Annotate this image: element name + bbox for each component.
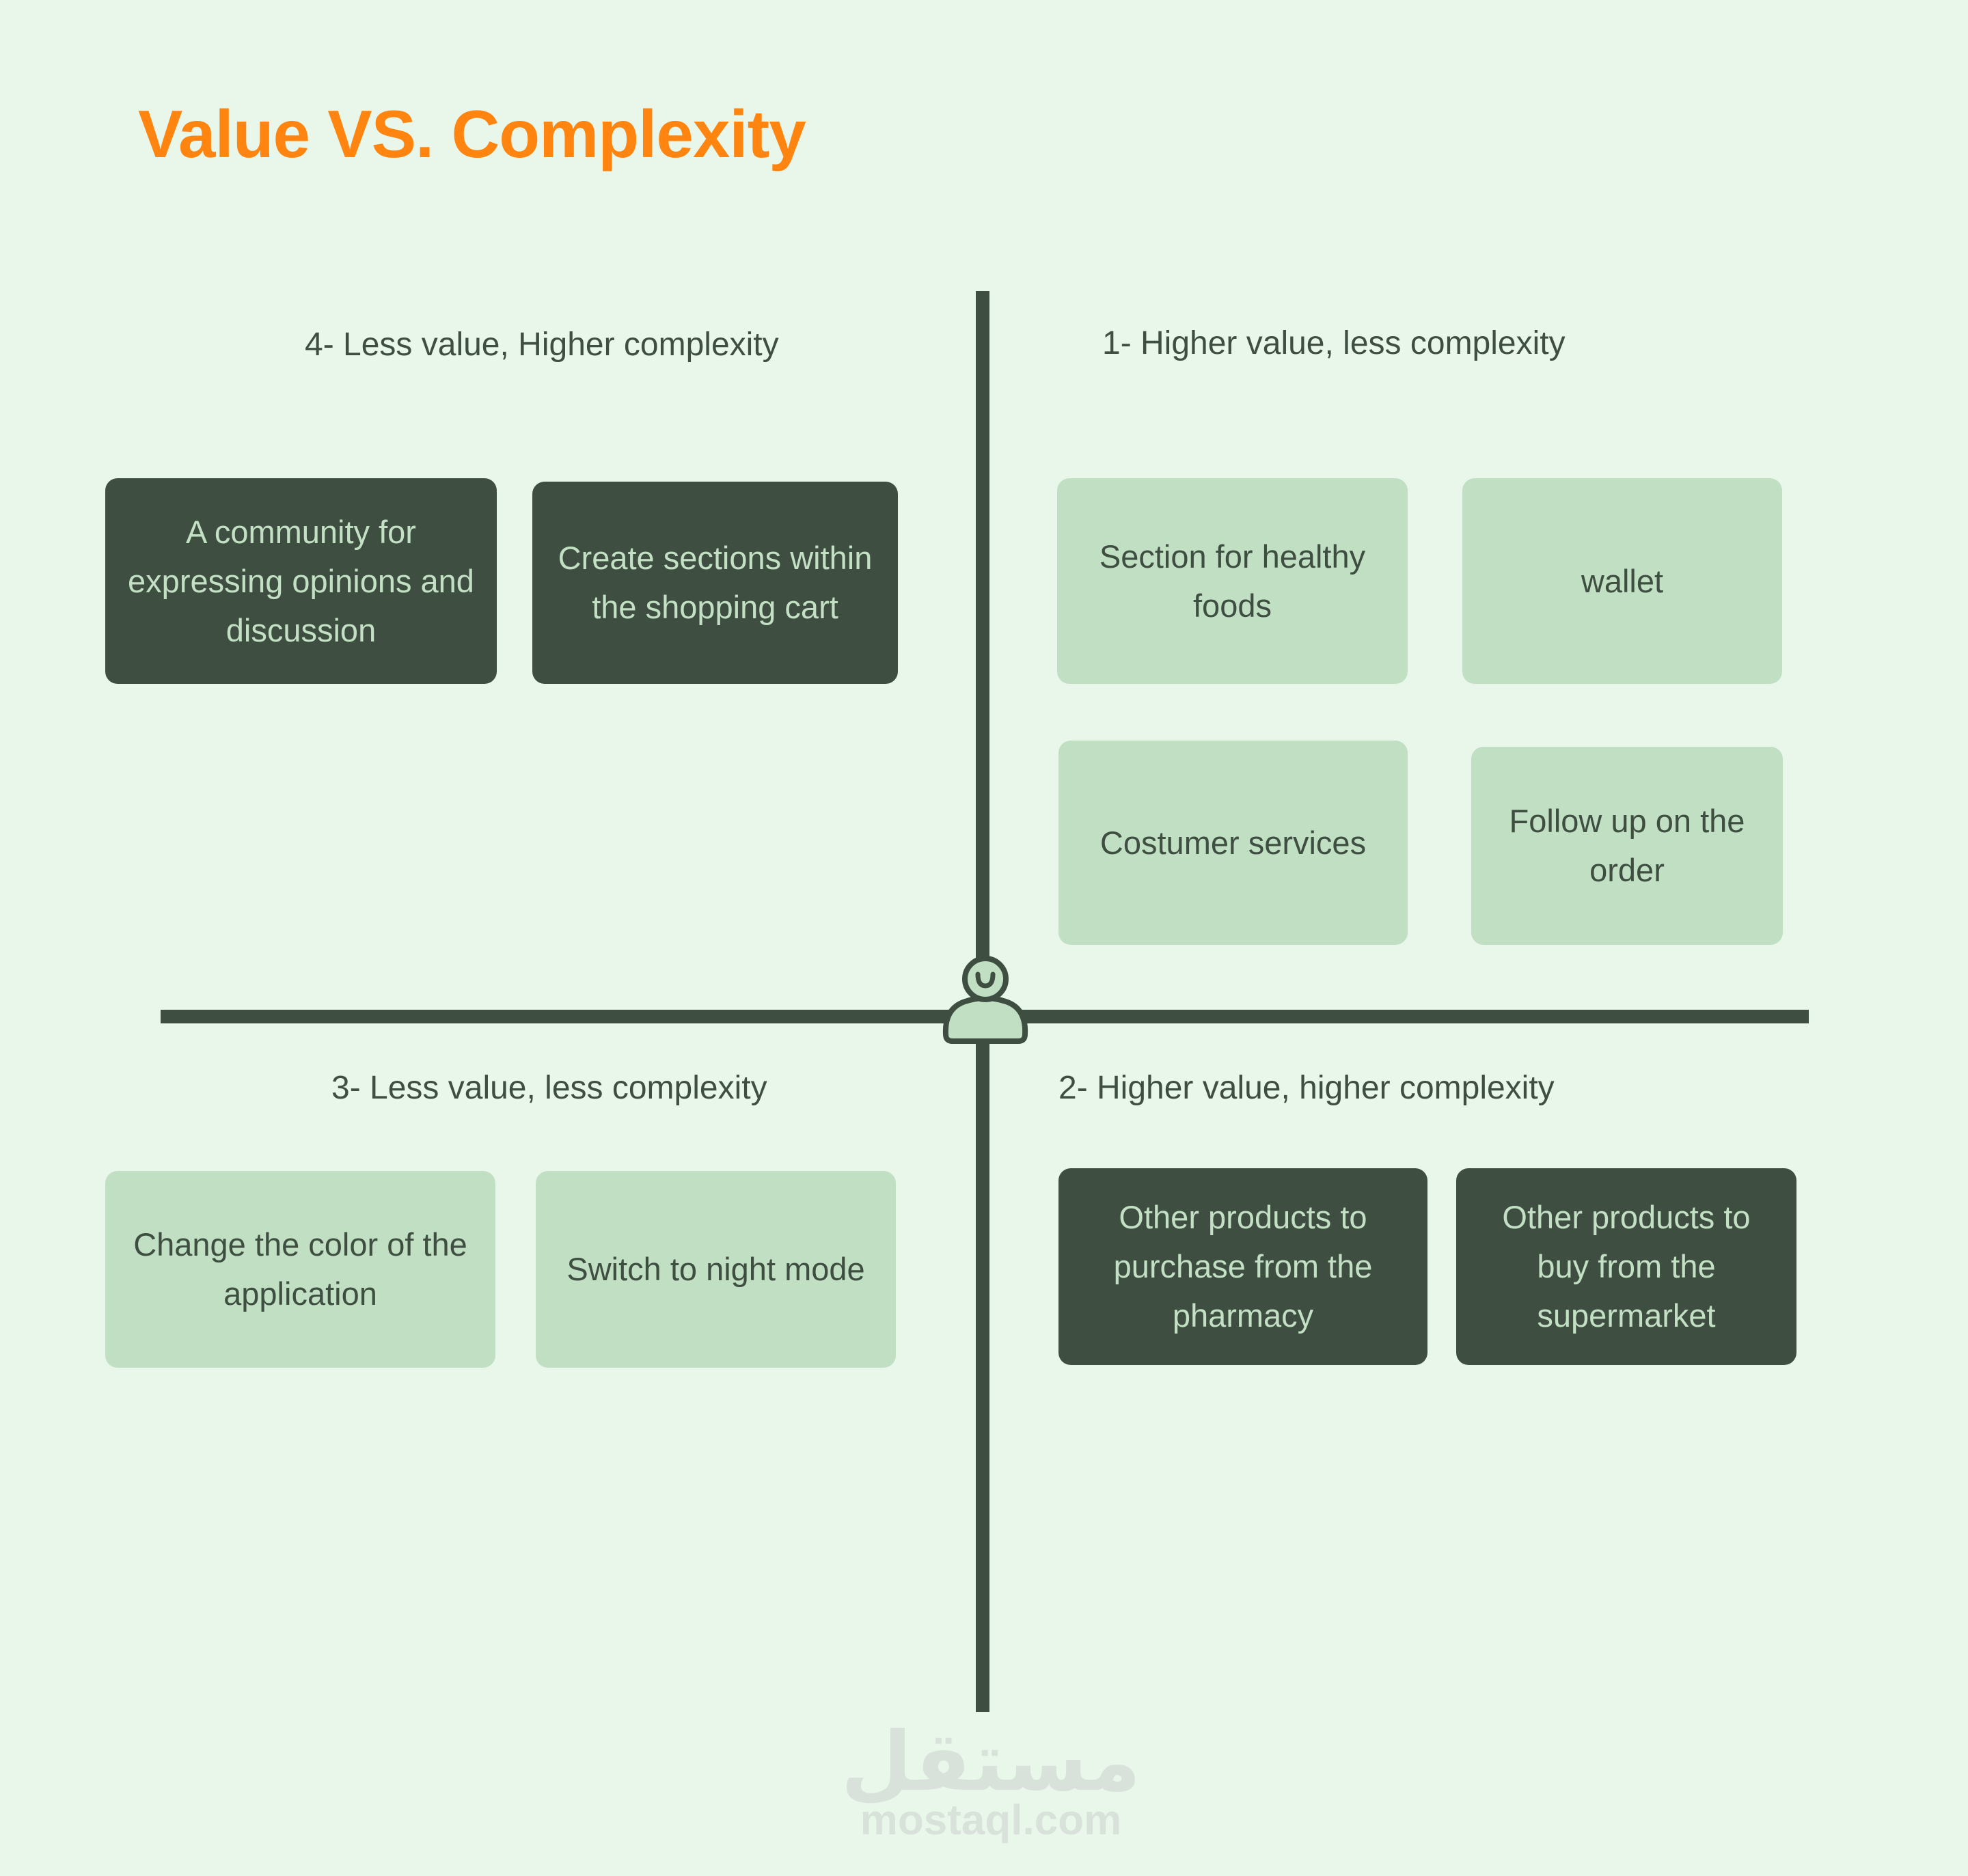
card-wallet: wallet bbox=[1462, 478, 1782, 684]
quadrant-3-heading: 3- Less value, less complexity bbox=[331, 1070, 767, 1106]
card-follow-order: Follow up on the order bbox=[1471, 747, 1783, 945]
quadrant-2-heading: 2- Higher value, higher complexity bbox=[1058, 1070, 1555, 1106]
card-cart-sections: Create sections within the shopping cart bbox=[532, 482, 898, 684]
card-pharmacy-products: Other products to purchase from the phar… bbox=[1058, 1168, 1427, 1365]
card-night-mode: Switch to night mode bbox=[536, 1171, 896, 1368]
card-healthy-foods: Section for healthy foods bbox=[1057, 478, 1408, 684]
card-supermarket-products: Other products to buy from the supermark… bbox=[1456, 1168, 1796, 1365]
quadrant-1-heading: 1- Higher value, less complexity bbox=[1102, 325, 1566, 361]
quadrant-4-heading: 4- Less value, Higher complexity bbox=[305, 327, 779, 363]
page-title: Value VS. Complexity bbox=[138, 96, 806, 171]
card-change-color: Change the color of the application bbox=[105, 1171, 495, 1368]
user-icon bbox=[942, 956, 1028, 1044]
card-customer-services: Costumer services bbox=[1058, 741, 1408, 945]
watermark-latin: mostaql.com bbox=[860, 1797, 1122, 1844]
mostaql-watermark: مستقل mostaql.com bbox=[820, 1715, 1162, 1844]
card-community: A community for expressing opinions and … bbox=[105, 478, 497, 684]
watermark-arabic: مستقل bbox=[840, 1715, 1141, 1810]
